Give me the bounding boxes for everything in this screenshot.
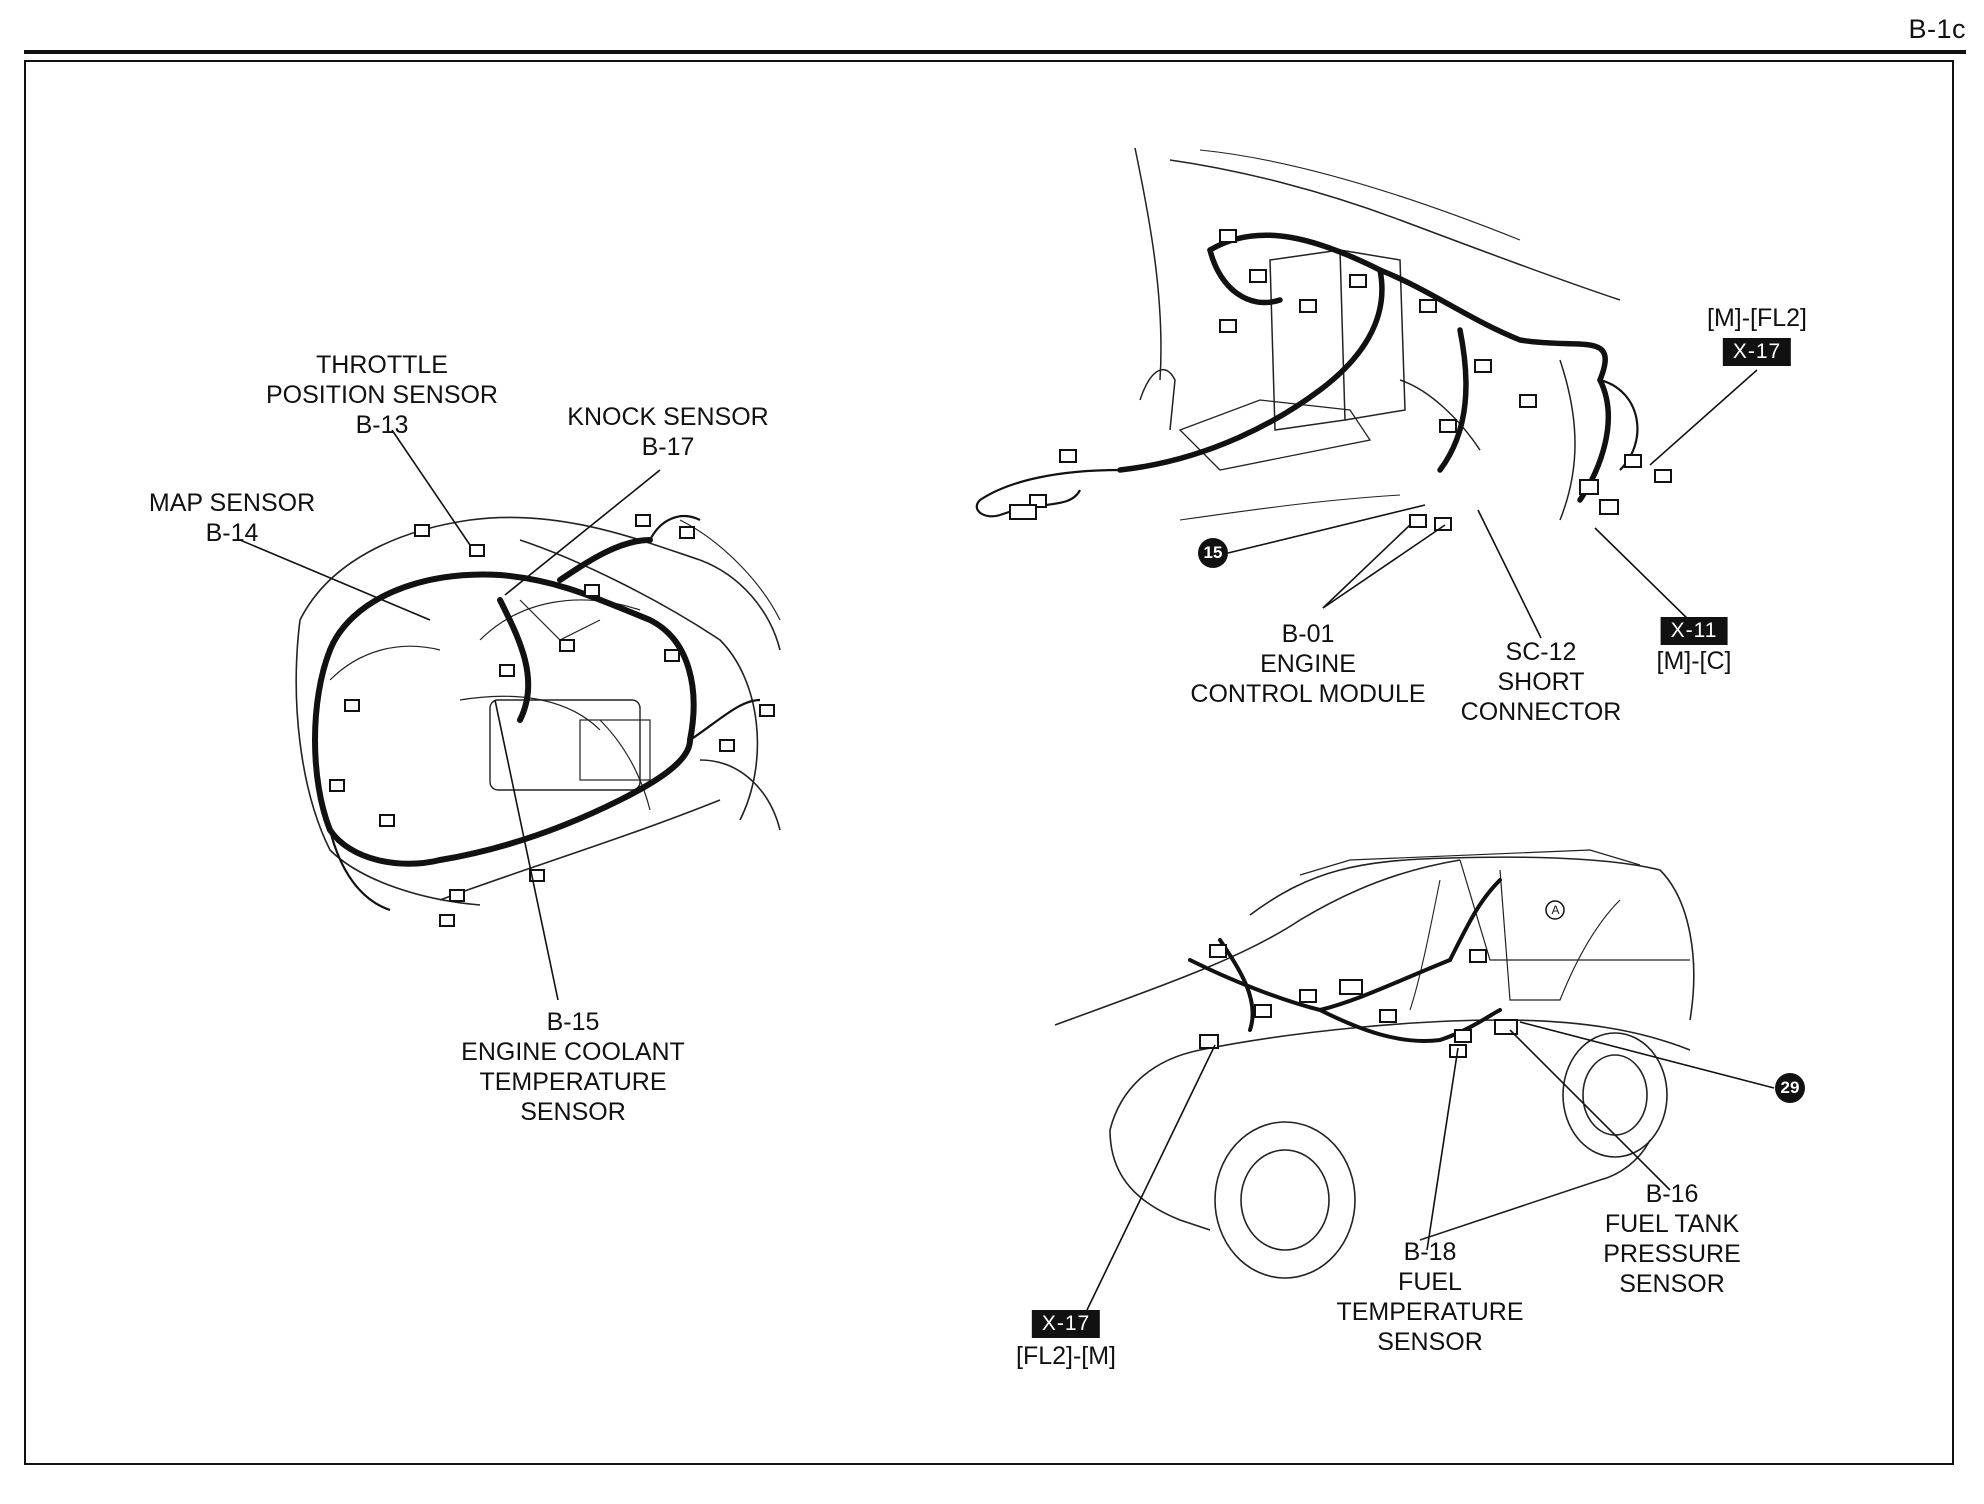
dashboard-leaders (1227, 369, 1758, 639)
header-rule (24, 50, 1966, 54)
short-connector-label: SC-12 SHORT CONNECTOR (1460, 638, 1622, 726)
diagram-frame (24, 60, 1954, 1465)
throttle-position-sensor-label: THROTTLE POSITION SENSOR B-13 (266, 351, 498, 439)
map-sensor-label: MAP SENSOR B-14 (148, 489, 316, 547)
knock-sensor-label: KNOCK SENSOR B-17 (567, 403, 769, 461)
vehicle-leaders (1086, 1021, 1775, 1311)
fl2-connector-terminals: [M]-[FL2] (1706, 304, 1808, 332)
vehicle-harness (1188, 878, 1502, 1043)
vehicle-drawing (1054, 849, 1695, 1279)
engine-coolant-temperature-sensor-label: B-15 ENGINE COOLANT TEMPERATURE SENSOR (461, 1008, 685, 1126)
circle-a-marker (1545, 900, 1565, 920)
c-connector-terminals: [M]-[C] (1656, 647, 1732, 675)
engine-leaders (239, 429, 661, 1001)
engine-bay-drawing (295, 516, 781, 906)
fuel-tank-pressure-sensor-label: B-16 FUEL TANK PRESSURE SENSOR (1603, 1180, 1741, 1298)
dashboard-drawing (1134, 147, 1621, 521)
ground-point-15: 15 (1198, 538, 1228, 568)
engine-harness (312, 537, 697, 867)
dashboard-connectors (1009, 229, 1672, 531)
page-code: B-1c (1908, 14, 1966, 44)
circle-a-label: A (1551, 903, 1560, 917)
x17-bottom-connector-tag: X-17 (1031, 1310, 1101, 1338)
fuel-temperature-sensor-label: B-18 FUEL TEMPERATURE SENSOR (1336, 1238, 1524, 1356)
fl2-m-connector-terminals: [FL2]-[M] (1015, 1342, 1117, 1370)
engine-harness-thin (328, 515, 761, 912)
vehicle-connectors (1199, 944, 1518, 1058)
ground-point-29: 29 (1775, 1073, 1805, 1103)
x11-connector-tag: X-11 (1660, 617, 1728, 645)
x17-connector-tag: X-17 (1722, 338, 1792, 366)
dashboard-harness (1117, 232, 1611, 503)
engine-control-module-label: B-01 ENGINE CONTROL MODULE (1190, 620, 1426, 708)
engine-connectors (329, 514, 775, 927)
